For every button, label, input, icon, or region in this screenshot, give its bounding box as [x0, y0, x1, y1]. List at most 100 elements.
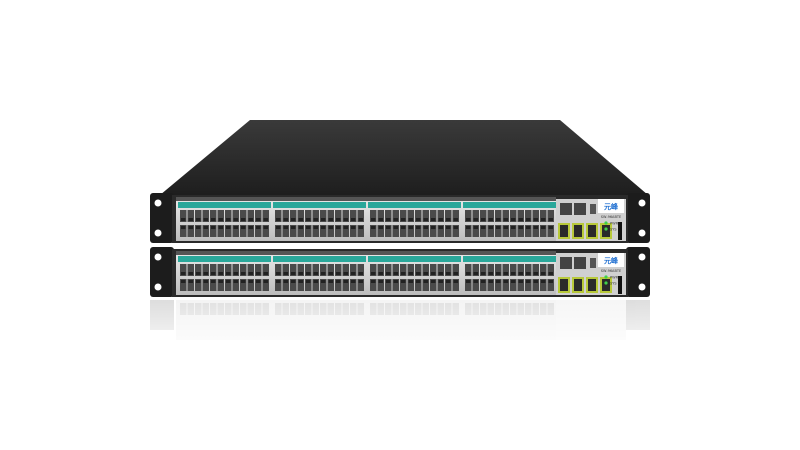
ethernet-port: [452, 210, 459, 222]
port-latch: [446, 280, 451, 283]
port-latch: [306, 272, 311, 275]
teal-stripe: [273, 202, 366, 208]
ethernet-port: [540, 225, 547, 237]
chassis-top: [160, 120, 648, 195]
ethernet-port: [262, 225, 269, 237]
ethernet-port: [422, 210, 429, 222]
port-latch: [401, 218, 406, 221]
port-latch: [218, 280, 223, 283]
port-latch: [481, 272, 486, 275]
ethernet-port: [510, 279, 517, 291]
ethernet-port: [327, 225, 334, 237]
ethernet-port: [255, 279, 262, 291]
sfp-slot: [574, 225, 582, 237]
ethernet-port: [210, 279, 217, 291]
port-latch: [408, 280, 413, 283]
rack-hole: [638, 253, 646, 261]
ethernet-port: [290, 225, 297, 237]
port-latch: [328, 272, 333, 275]
ethernet-port: [445, 264, 452, 276]
port-latch: [526, 272, 531, 275]
ethernet-port: [525, 225, 532, 237]
rack-hole: [154, 283, 162, 291]
port-latch: [263, 280, 268, 283]
ethernet-port: [465, 264, 472, 276]
port-latch: [321, 218, 326, 221]
port-latch: [541, 272, 546, 275]
port-latch: [453, 218, 458, 221]
port-latch: [233, 218, 238, 221]
ethernet-port: [525, 210, 532, 222]
port-latch: [248, 218, 253, 221]
ethernet-port: [327, 279, 334, 291]
port-latch: [473, 218, 478, 221]
ethernet-port: [180, 210, 187, 222]
port-latch: [401, 226, 406, 229]
port-latch: [503, 272, 508, 275]
ethernet-port: [495, 279, 502, 291]
ethernet-port: [210, 225, 217, 237]
ethernet-port: [452, 279, 459, 291]
ethernet-port: [437, 264, 444, 276]
port-latch: [526, 280, 531, 283]
ethernet-port: [282, 279, 289, 291]
ethernet-port: [472, 225, 479, 237]
ethernet-port: [275, 210, 282, 222]
vent-strip: [176, 251, 556, 255]
port-latch: [358, 280, 363, 283]
ethernet-port: [305, 264, 312, 276]
ethernet-port: [400, 279, 407, 291]
ethernet-port: [517, 225, 524, 237]
port-latch: [511, 218, 516, 221]
sfp-slot: [574, 279, 582, 291]
port-latch: [298, 226, 303, 229]
ethernet-port: [385, 279, 392, 291]
port-latch: [488, 272, 493, 275]
ethernet-port: [495, 264, 502, 276]
sfp-slot: [588, 225, 596, 237]
port-latch: [446, 218, 451, 221]
ethernet-port: [225, 279, 232, 291]
ethernet-port: [487, 279, 494, 291]
port-latch: [276, 280, 281, 283]
port-latch: [548, 272, 553, 275]
port-latch: [446, 272, 451, 275]
ethernet-port: [195, 279, 202, 291]
port-latch: [181, 272, 186, 275]
ethernet-port: [480, 264, 487, 276]
port-latch: [328, 280, 333, 283]
port-latch: [203, 226, 208, 229]
ethernet-port: [282, 264, 289, 276]
ethernet-port: [305, 210, 312, 222]
ethernet-port: [195, 264, 202, 276]
port-latch: [343, 226, 348, 229]
port-latch: [181, 280, 186, 283]
port-latch: [233, 226, 238, 229]
ethernet-port: [297, 210, 304, 222]
port-latch: [298, 272, 303, 275]
ethernet-port: [320, 210, 327, 222]
ethernet-port: [312, 264, 319, 276]
ethernet-port: [517, 279, 524, 291]
ethernet-port: [195, 210, 202, 222]
port-latch: [408, 218, 413, 221]
ethernet-port: [502, 279, 509, 291]
port-latch: [181, 218, 186, 221]
port-latch: [188, 218, 193, 221]
ethernet-port: [480, 210, 487, 222]
ethernet-port: [487, 264, 494, 276]
ethernet-port: [217, 225, 224, 237]
ethernet-port: [392, 210, 399, 222]
ethernet-port: [187, 264, 194, 276]
brand-logo: 元峰: [604, 256, 619, 265]
ethernet-port: [327, 210, 334, 222]
logo-badge: [598, 253, 624, 267]
ethernet-port: [547, 210, 554, 222]
ethernet-port: [282, 210, 289, 222]
port-latch: [226, 272, 231, 275]
port-latch: [321, 280, 326, 283]
led-label: PWR: [610, 276, 619, 280]
rack-hole: [638, 199, 646, 207]
